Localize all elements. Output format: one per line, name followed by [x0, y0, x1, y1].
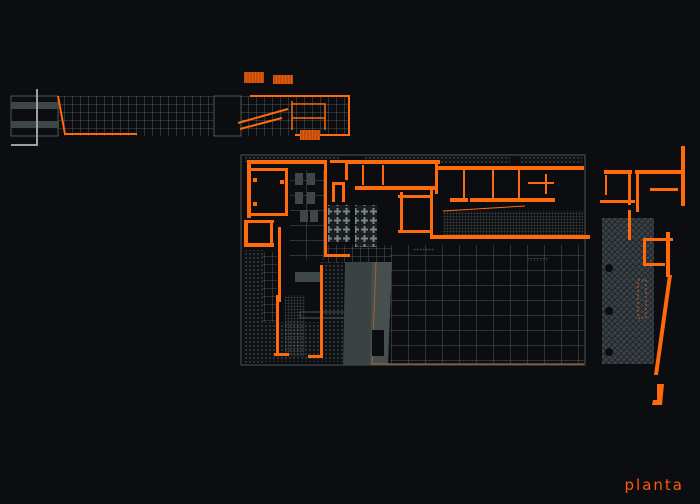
walls [244, 146, 685, 405]
drawing-label: planta [624, 476, 684, 494]
elevation-strip [10, 72, 350, 146]
main-plan [240, 154, 654, 366]
